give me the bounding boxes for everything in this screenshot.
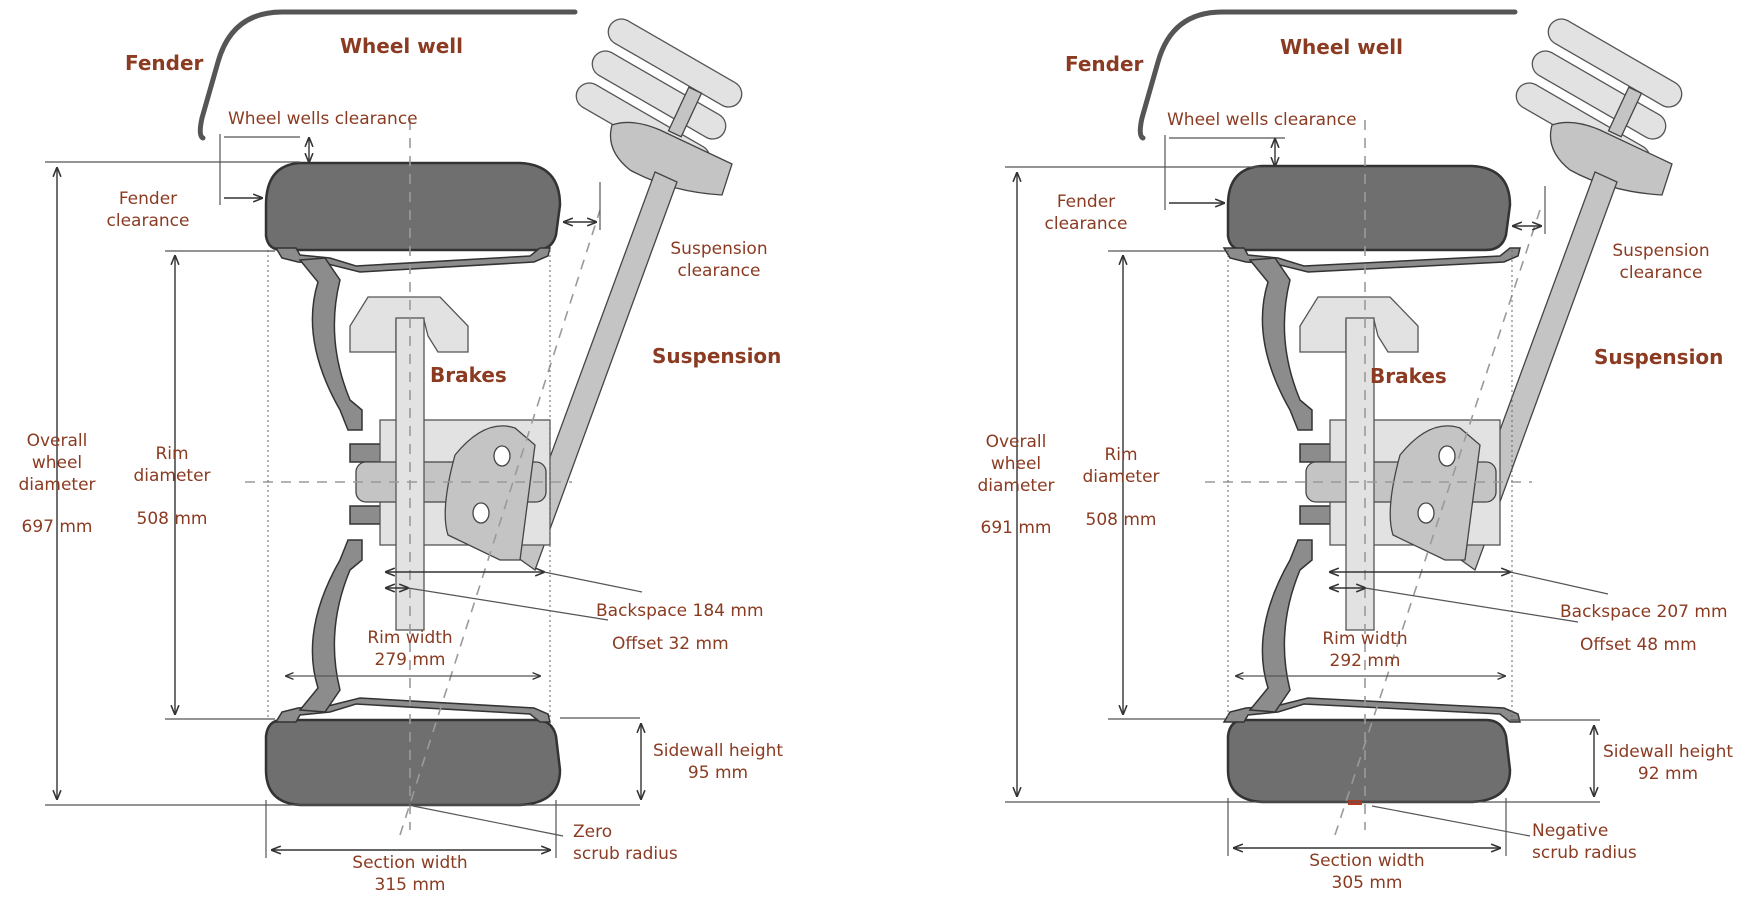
panel-right: Fender Wheel well Wheel wells clearance … bbox=[977, 9, 1733, 893]
value-sidewall-height: 92 mm bbox=[1638, 764, 1698, 784]
panel-left: Fender Wheel well Wheel wells clearance … bbox=[18, 9, 783, 895]
knuckle-bolt-hole-lower bbox=[1417, 502, 1435, 524]
svg-text:wheel: wheel bbox=[991, 454, 1041, 474]
knuckle-bolt-hole-upper bbox=[493, 445, 511, 467]
label-suspension: Suspension bbox=[652, 344, 781, 368]
wheel-disc-upper bbox=[1248, 257, 1313, 431]
value-rim-width: 279 mm bbox=[375, 650, 446, 670]
knuckle-bolt-hole-upper bbox=[1438, 445, 1456, 467]
value-section-width: 315 mm bbox=[375, 875, 446, 895]
wheel-disc-lower bbox=[298, 539, 363, 713]
label-overall-wheel-diameter: Overall bbox=[27, 431, 88, 451]
label-fender-clearance: Fender bbox=[1057, 192, 1115, 212]
label-scrub-radius: Negative bbox=[1532, 821, 1608, 841]
label-suspension-clearance: Suspension bbox=[1612, 241, 1709, 261]
label-suspension: Suspension bbox=[1594, 345, 1723, 369]
label-wheel-well: Wheel well bbox=[340, 34, 463, 58]
tire-top bbox=[1226, 164, 1512, 252]
label-backspace: Backspace 207 mm bbox=[1560, 602, 1728, 622]
steering-axis-line bbox=[1334, 209, 1541, 836]
label-rim-diameter: Rim bbox=[1104, 445, 1137, 465]
suspension-spring-seat bbox=[1549, 121, 1673, 196]
label-offset: Offset 48 mm bbox=[1580, 635, 1697, 655]
wheel-disc-lower bbox=[1248, 539, 1313, 713]
fender-outline bbox=[197, 9, 578, 141]
hub-lug-lower bbox=[1299, 505, 1335, 525]
label-backspace: Backspace 184 mm bbox=[596, 601, 764, 621]
label-rim-width: Rim width bbox=[367, 628, 452, 648]
label-wheel-wells-clearance: Wheel wells clearance bbox=[1167, 110, 1357, 130]
suspension-spring-seat bbox=[609, 121, 733, 196]
svg-text:clearance: clearance bbox=[1045, 214, 1128, 234]
fender-outline bbox=[1137, 9, 1518, 141]
svg-text:diameter: diameter bbox=[133, 466, 210, 486]
svg-text:scrub radius: scrub radius bbox=[1532, 843, 1637, 863]
svg-text:clearance: clearance bbox=[678, 261, 761, 281]
hub-lug-upper bbox=[349, 443, 385, 463]
brake-rotor bbox=[395, 317, 425, 631]
wheel-disc-upper bbox=[298, 257, 363, 431]
label-rim-diameter: Rim bbox=[155, 444, 188, 464]
tire-top bbox=[264, 161, 562, 252]
svg-text:clearance: clearance bbox=[107, 211, 190, 231]
value-rim-diameter: 508 mm bbox=[1086, 510, 1157, 530]
dimension-lines bbox=[1005, 135, 1609, 856]
label-sidewall-height: Sidewall height bbox=[1603, 742, 1733, 762]
brake-caliper bbox=[1299, 296, 1419, 353]
svg-text:diameter: diameter bbox=[1082, 467, 1159, 487]
label-rim-width: Rim width bbox=[1322, 629, 1407, 649]
label-wheel-wells-clearance: Wheel wells clearance bbox=[228, 109, 418, 129]
svg-text:diameter: diameter bbox=[18, 475, 95, 495]
label-offset: Offset 32 mm bbox=[612, 634, 729, 654]
label-fender: Fender bbox=[125, 51, 204, 75]
knuckle-bolt-hole-lower bbox=[472, 502, 490, 524]
value-rim-diameter: 508 mm bbox=[137, 509, 208, 529]
label-brakes: Brakes bbox=[430, 363, 507, 387]
steering-axis-line bbox=[399, 209, 601, 836]
label-section-width: Section width bbox=[352, 853, 467, 873]
value-sidewall-height: 95 mm bbox=[688, 763, 748, 783]
label-sidewall-height: Sidewall height bbox=[653, 741, 783, 761]
label-wheel-well: Wheel well bbox=[1280, 35, 1403, 59]
hub-lug-lower bbox=[349, 505, 385, 525]
suspension-knuckle bbox=[1389, 425, 1481, 561]
svg-text:wheel: wheel bbox=[32, 453, 82, 473]
suspension-knuckle bbox=[444, 425, 536, 561]
brake-caliper bbox=[349, 296, 469, 353]
value-section-width: 305 mm bbox=[1332, 873, 1403, 893]
value-overall-wheel-diameter: 691 mm bbox=[981, 518, 1052, 538]
label-scrub-radius: Zero bbox=[573, 822, 612, 842]
label-suspension-clearance: Suspension bbox=[670, 239, 767, 259]
value-rim-width: 292 mm bbox=[1330, 651, 1401, 671]
dimension-lines bbox=[45, 134, 642, 858]
label-overall-wheel-diameter: Overall bbox=[986, 432, 1047, 452]
hub-lug-upper bbox=[1299, 443, 1335, 463]
label-fender: Fender bbox=[1065, 52, 1144, 76]
label-fender-clearance: Fender bbox=[119, 189, 177, 209]
svg-text:diameter: diameter bbox=[977, 476, 1054, 496]
svg-text:clearance: clearance bbox=[1620, 263, 1703, 283]
svg-text:scrub radius: scrub radius bbox=[573, 844, 678, 864]
label-brakes: Brakes bbox=[1370, 364, 1447, 388]
brake-rotor bbox=[1345, 317, 1375, 631]
label-section-width: Section width bbox=[1309, 851, 1424, 871]
value-overall-wheel-diameter: 697 mm bbox=[22, 517, 93, 537]
